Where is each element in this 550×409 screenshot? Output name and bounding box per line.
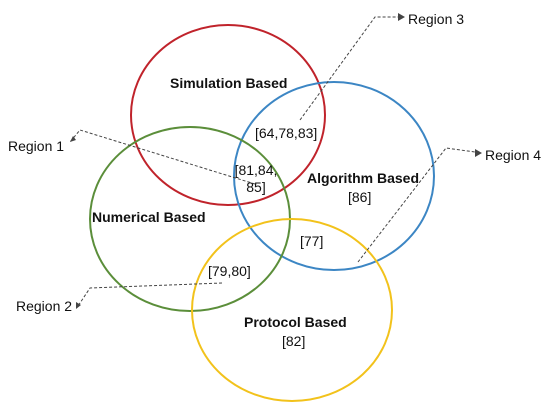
region-1-arrowhead [70,136,76,142]
triple-intersection-line1: [81,84, [234,162,278,178]
triple-intersection-refs: [81,84, 85] [230,162,282,196]
protocol-label: Protocol Based [244,314,347,330]
region-2-arrowhead [76,302,81,309]
region-1-label: Region 1 [8,138,65,154]
simulation-algorithm-refs: [64,78,83] [255,125,318,141]
algorithm-ref: [86] [348,189,372,205]
region-4-label: Region 4 [485,147,542,163]
numerical-protocol-refs: [79,80] [208,263,251,279]
region-2-label: Region 2 [16,298,73,314]
algorithm-protocol-refs: [77] [300,233,324,249]
algorithm-circle [233,81,435,271]
region-1-leader [69,129,256,185]
triple-intersection-line2: 85] [246,179,266,195]
region-3-leader [299,16,398,121]
region-2-leader [77,282,223,307]
protocol-circle [191,218,393,402]
protocol-ref: [82] [282,333,306,349]
region-4-arrowhead [475,149,482,157]
algorithm-label: Algorithm Based [307,170,420,186]
numerical-label: Numerical Based [92,209,206,225]
region-3-arrowhead [398,13,405,21]
simulation-circle [130,24,326,206]
region-4-leader [357,147,476,263]
simulation-label: Simulation Based [170,75,288,91]
region-3-label: Region 3 [408,11,465,27]
